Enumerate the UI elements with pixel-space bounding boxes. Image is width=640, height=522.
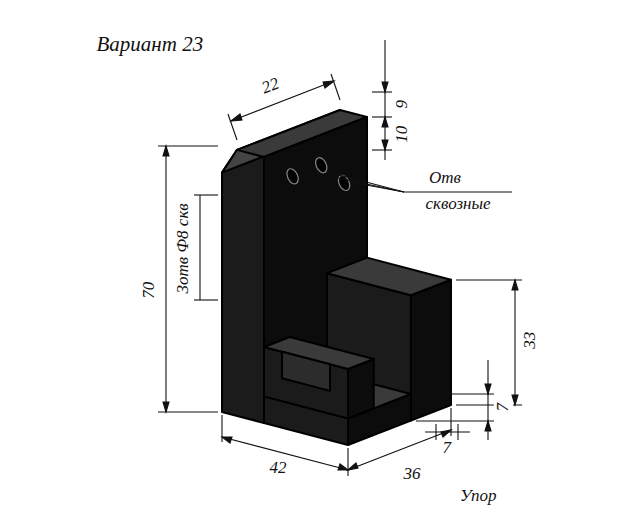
dimension-label: 36 <box>402 465 423 484</box>
dimension-label: 10 <box>393 123 412 144</box>
dimension-label: 7 <box>493 401 512 414</box>
part-face <box>222 150 264 423</box>
dimension-label: Отв <box>427 169 463 188</box>
part-face <box>411 280 451 421</box>
part-body <box>222 110 451 445</box>
sheet-title: Вариант 23 <box>95 33 206 56</box>
dimension-label: 3отв Ф8 скв <box>174 201 193 295</box>
dimension-label: 9 <box>392 98 411 111</box>
part-face <box>282 352 330 391</box>
part-name: Упор <box>458 487 498 506</box>
dimension-label: сквозные <box>424 195 493 214</box>
through-hole <box>285 167 301 186</box>
part-face <box>327 258 451 296</box>
dimension-label: 42 <box>268 459 289 478</box>
through-hole <box>313 156 329 175</box>
dimension-label: 22 <box>257 73 283 98</box>
dimension-label: 7 <box>441 439 454 458</box>
dimension-lines <box>158 40 522 476</box>
dimension-label: 70 <box>140 279 159 300</box>
dimension-label: 33 <box>521 329 540 350</box>
